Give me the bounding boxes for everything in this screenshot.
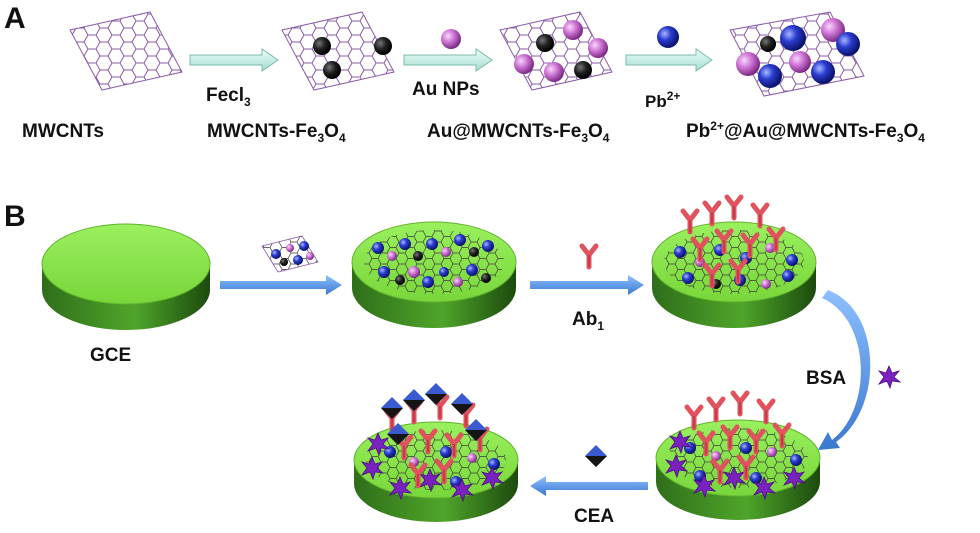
label-au-nps: Au NPs (412, 79, 480, 100)
label-mwcnts: MWCNTs (22, 121, 104, 142)
arrow-ab1 (530, 275, 644, 295)
mwcnt-fe3o4-tube (281, 11, 395, 91)
label-mwcnts-fe3o4: MWCNTs-Fe3O4 (207, 121, 346, 145)
cea-icon (585, 445, 607, 467)
mwcnt-tube-1 (69, 11, 183, 91)
label-cea: CEA (574, 506, 614, 527)
antibody-icon (582, 246, 596, 267)
bsa-electrode (655, 393, 821, 520)
arrow-fecl3 (189, 48, 279, 72)
label-ab1: Ab1 (572, 309, 604, 333)
gce-electrode (41, 223, 211, 330)
cea-electrode (353, 383, 519, 522)
arrow-au-nps (403, 48, 493, 72)
nanocomposite-icon (261, 235, 319, 273)
pb-ion (657, 26, 679, 48)
label-au-mwcnts-fe3o4: Au@MWCNTs-Fe3O4 (427, 121, 610, 145)
arrow-bsa (818, 290, 871, 450)
panel-label-a: A (4, 2, 26, 35)
label-gce: GCE (90, 345, 131, 366)
au-nanoparticle (441, 29, 461, 49)
modified-electrode (351, 221, 517, 328)
label-pb2: Pb2+ (645, 89, 680, 111)
arrow-modify (220, 275, 342, 295)
label-fecl3: Fecl3 (206, 85, 251, 109)
pb-au-mwcnt-fe3o4-tube (729, 11, 865, 97)
panel-label-b: B (4, 200, 26, 233)
label-pb-au-mwcnts-fe3o4: Pb2+@Au@MWCNTs-Fe3O4 (686, 119, 925, 145)
label-bsa: BSA (806, 368, 846, 389)
arrow-cea (530, 476, 648, 496)
antibody-electrode (651, 197, 817, 328)
arrow-pb (625, 48, 713, 72)
au-mwcnt-fe3o4-tube (499, 11, 613, 91)
bsa-icon (878, 365, 901, 389)
